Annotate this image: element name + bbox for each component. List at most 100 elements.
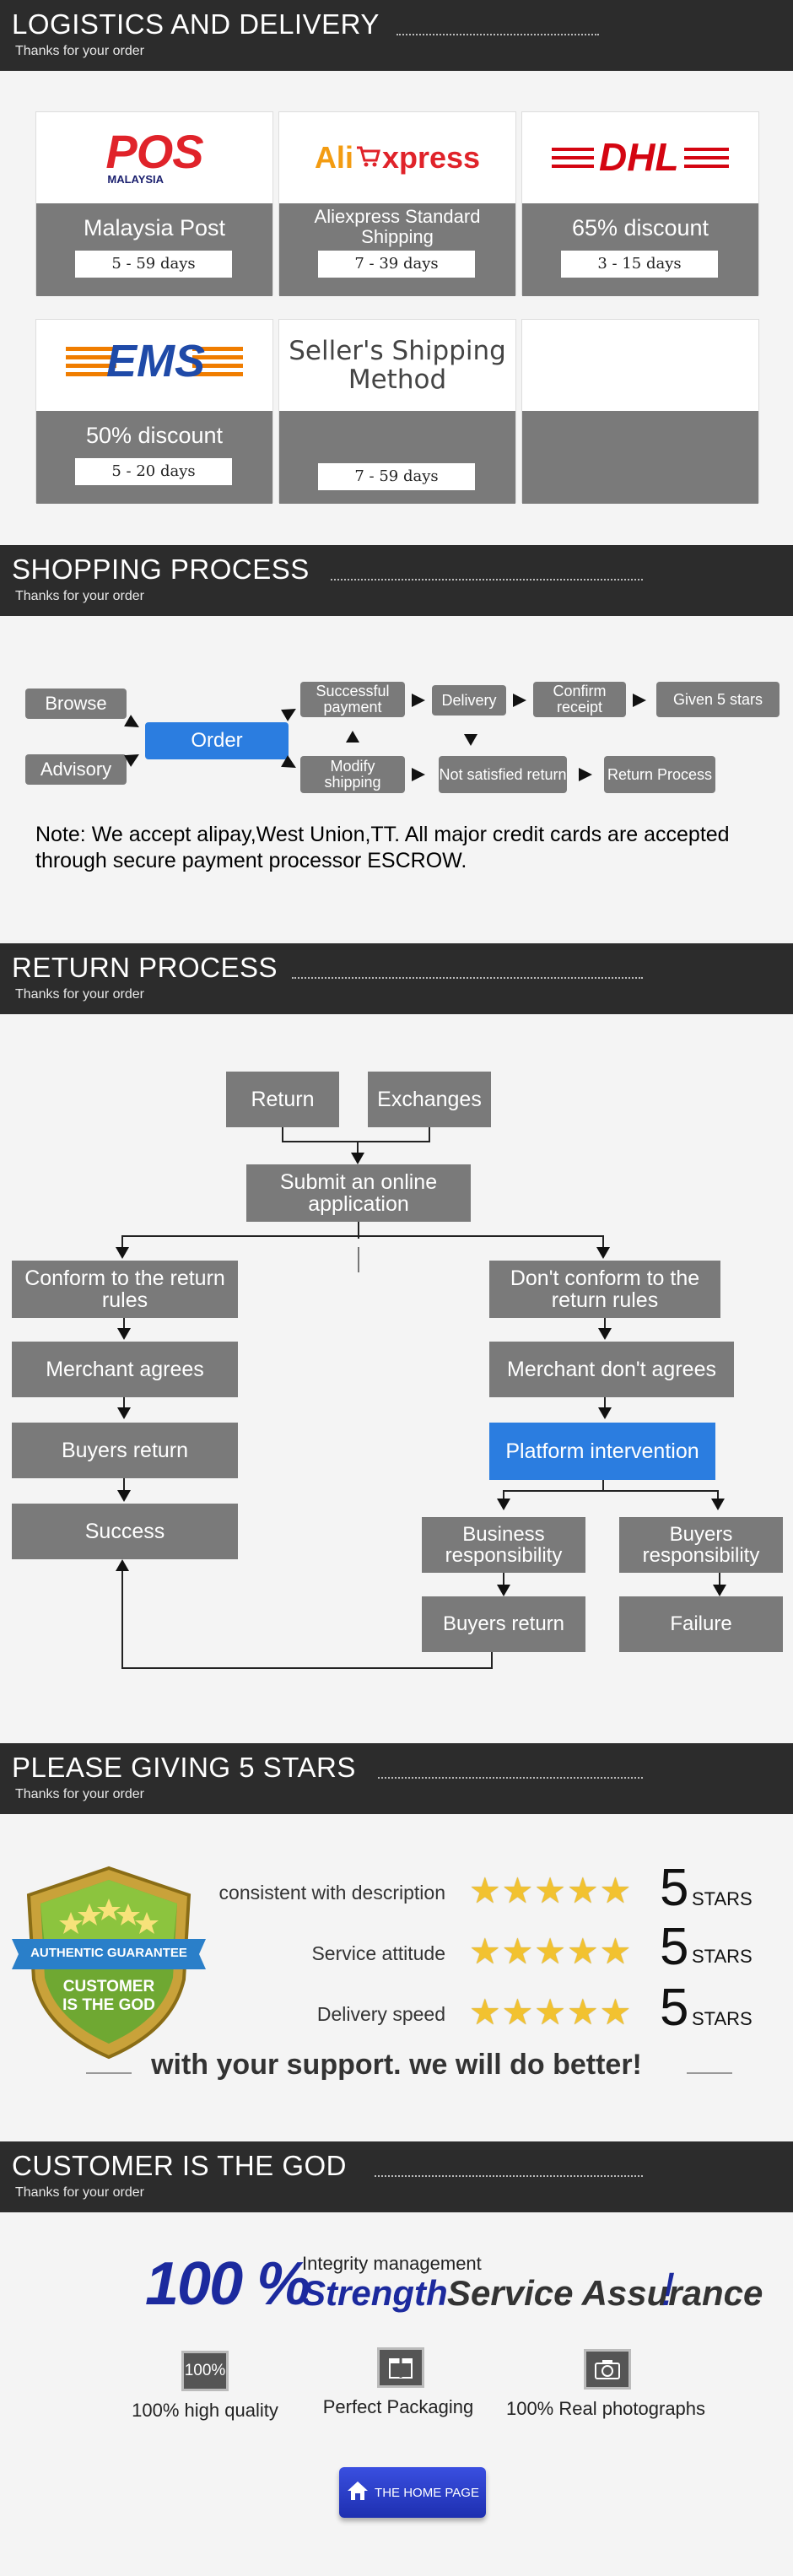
shipping-card-pos: POS MALAYSIA Malaysia Post 5 - 59 days [35,111,273,296]
arrow-icon [579,768,592,781]
home-page-button[interactable]: THE HOME PAGE [339,2467,486,2518]
badge-top-text: AUTHENTIC GUARANTEE [30,1946,187,1960]
step-confirm-receipt: Confirm receipt [533,682,626,717]
step-submit-application: Submit an online application [246,1164,471,1222]
section-subtitle: Thanks for your order [15,2185,144,2200]
step-given-stars: Given 5 stars [656,682,780,717]
assurance-text: Service Assurance [447,2273,763,2313]
aliexpress-logo: Ali xpress [279,112,515,203]
rating-number: 5 [660,1859,689,1917]
arrow-icon [633,694,646,707]
shipping-name: Aliexpress Standard Shipping [314,206,481,247]
header-divider [292,977,643,979]
arrow-icon [598,1407,612,1419]
customer-header: CUSTOMER IS THE GOD Thanks for your orde… [0,2141,793,2212]
pos-logo-sub: MALAYSIA [107,172,165,186]
step-return: Return [226,1072,339,1127]
section-subtitle: Thanks for your order [15,1787,144,1801]
integrity-text: Integrity management [302,2253,482,2274]
rating-label: Delivery speed [316,2003,445,2025]
arrow-icon [412,768,425,781]
arrow-icon [117,1407,131,1419]
feature-label: 100% high quality [132,2400,278,2421]
shipping-card-aliexpress: Ali xpress Aliexpress Standard Shipping … [278,111,516,296]
section-title: CUSTOMER IS THE GOD [12,2150,347,2181]
step-buyers-return-2: Buyers return [422,1596,585,1652]
return-header: RETURN PROCESS Thanks for your order [0,943,793,1014]
step-successful-payment: Successful payment [300,682,405,717]
step-merchant-agrees: Merchant agrees [12,1342,238,1397]
shipping-days: 5 - 20 days [75,458,232,485]
step-browse: Browse [25,689,127,719]
header-divider [378,1777,643,1779]
header-divider [375,2175,643,2177]
logistics-grid: POS MALAYSIA Malaysia Post 5 - 59 days A… [35,111,759,506]
shipping-name: 50% discount [85,423,224,448]
shipping-card-dhl: DHL 65% discount 3 - 15 days [521,111,759,296]
step-return-process: Return Process [604,756,715,793]
badge-main-text: CUSTOMER IS THE GOD [62,1978,155,2014]
exclamation-icon: ! [661,2262,675,2315]
step-failure: Failure [619,1596,783,1652]
rating-label: consistent with description [218,1882,445,1904]
arrow-icon [412,694,425,707]
feature-label: Perfect Packaging [322,2396,474,2417]
rating-header: PLEASE GIVING 5 STARS Thanks for your or… [0,1743,793,1814]
section-title: LOGISTICS AND DELIVERY [12,8,380,40]
arrow-icon [596,1247,610,1259]
arrow-icon [346,731,359,743]
authentic-guarantee-badge-icon: AUTHENTIC GUARANTEE CUSTOMER IS THE GOD [12,1861,206,2064]
shipping-days: 5 - 59 days [75,251,232,278]
support-message: with your support. we will do better! [151,2049,642,2081]
shipping-card-seller: Seller's Shipping Method 7 - 59 days [278,319,516,504]
home-icon [346,2480,370,2505]
header-divider [396,34,599,35]
step-buyers-responsibility: Buyers responsibility [619,1517,783,1573]
arrow-icon [497,1499,510,1510]
strength-text: Strength [302,2273,448,2313]
section-title: RETURN PROCESS [12,952,278,983]
aliexpress-logo-ali: Ali [314,140,353,175]
step-delivery: Delivery [432,685,506,716]
ems-logo: EMS [36,320,272,411]
arrow-icon [117,1490,131,1502]
rating-label: Service attitude [311,1942,445,1964]
header-divider [331,579,643,581]
arrow-icon [117,1328,131,1340]
arrow-icon [497,1585,510,1596]
arrow-icon [464,734,477,746]
dhl-logo: DHL [522,112,758,203]
step-order: Order [145,722,289,759]
logistics-header: LOGISTICS AND DELIVERY Thanks for your o… [0,0,793,71]
step-advisory: Advisory [25,754,127,785]
step-platform-intervention: Platform intervention [489,1423,715,1480]
arrow-icon [351,1153,364,1164]
shipping-days: 7 - 39 days [318,251,475,278]
step-merchant-dont-agree: Merchant don't agrees [489,1342,734,1397]
arrow-icon [116,1247,129,1259]
shipping-name: 65% discount [571,215,709,240]
feature-label: 100% Real photographs [505,2398,706,2419]
arrow-icon [281,703,299,721]
home-button-label: THE HOME PAGE [375,2485,479,2500]
shipping-card-ems: EMS 50% discount 5 - 20 days [35,319,273,504]
arrow-icon [598,1328,612,1340]
step-conform: Conform to the return rules [12,1261,238,1318]
package-icon [377,2347,424,2388]
rating-word: STARS [692,2008,753,2029]
aliexpress-logo-xpress: xpress [381,140,481,175]
camera-icon [584,2349,631,2390]
shopping-header: SHOPPING PROCESS Thanks for your order [0,545,793,616]
arrow-icon [713,1585,726,1596]
section-title: SHOPPING PROCESS [12,554,310,585]
cart-icon [355,143,380,173]
step-buyers-return: Buyers return [12,1423,238,1478]
rating-number: 5 [660,1918,689,1976]
section-subtitle: Thanks for your order [15,589,144,603]
divider [687,2072,732,2074]
arrow-icon [124,715,143,733]
quality-icon: 100% [181,2351,229,2391]
rating-stars: ★★★★★ [469,1871,633,1910]
rating-stars: ★★★★★ [469,1931,633,1971]
step-not-satisfied: Not satisfied return [439,756,567,793]
